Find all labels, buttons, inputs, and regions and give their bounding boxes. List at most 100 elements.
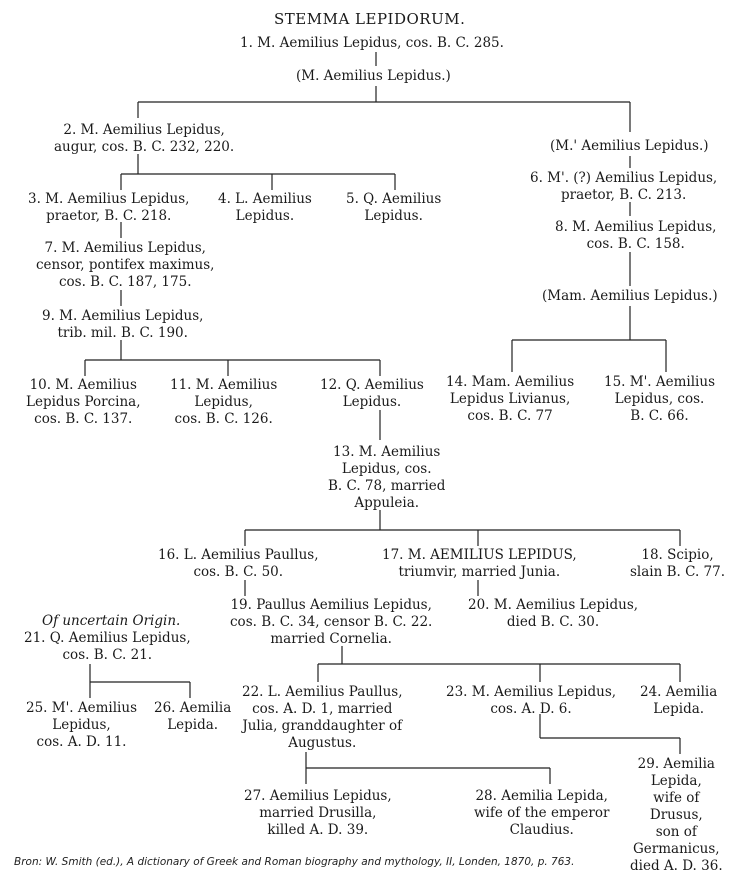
node-line: Claudius. [509,822,574,838]
node-line: 9. M. Aemilius Lepidus, [42,308,204,324]
node-line: died A. D. 36. [630,858,723,874]
node-5: 5. Q. Aemilius Lepidus. [346,191,441,225]
node-line: cos. B. C. 158. [586,236,685,252]
node-line: Julia, granddaughter of [242,718,403,734]
node-line: married Drusilla, [259,805,377,821]
node-26: 26. Aemilia Lepida. [154,700,231,734]
node-line: 13. M. Aemilius [333,444,441,460]
node-line: Germanicus, [633,841,720,857]
node-line: cos. A. D. 1, married [252,701,393,717]
node-line: Lepida. [653,701,705,717]
node-21: 21. Q. Aemilius Lepidus, cos. B. C. 21. [24,630,191,664]
node-22: 22. L. Aemilius Paullus, cos. A. D. 1, m… [242,684,402,752]
node-2: 2. M. Aemilius Lepidus, augur, cos. B. C… [54,122,234,156]
node-line: 3. M. Aemilius Lepidus, [28,191,190,207]
node-line: 23. M. Aemilius Lepidus, [446,684,617,700]
node-line: cos. B. C. 50. [193,564,284,580]
node-line: Lepidus, [194,394,253,410]
node-line: 15. M'. Aemilius [604,374,715,390]
node-3: 3. M. Aemilius Lepidus, praetor, B. C. 2… [28,191,189,225]
node-line: 2. M. Aemilius Lepidus, [63,122,225,138]
node-line: Lepidus Porcina, [26,394,141,410]
node-line: Drusus, [649,807,703,823]
node-unnumbered-m-lepidus: (M. Aemilius Lepidus.) [296,68,451,85]
node-unnumbered-mam-lepidus: (Mam. Aemilius Lepidus.) [542,288,718,305]
node-line: Lepida, [650,773,702,789]
node-line: Lepidus. [235,208,295,224]
node-16: 16. L. Aemilius Paullus, cos. B. C. 50. [158,547,318,581]
node-25: 25. M'. Aemilius Lepidus, cos. A. D. 11. [26,700,137,751]
node-line: cos. B. C. 77 [467,408,553,424]
node-line: 4. L. Aemilius [218,191,312,207]
node-line: 24. Aemilia [640,684,718,700]
node-line: slain B. C. 77. [630,564,726,580]
node-unnumbered-m-prime-lepidus: (M.' Aemilius Lepidus.) [550,138,709,155]
node-4: 4. L. Aemilius Lepidus. [218,191,312,225]
uncertain-origin-header: Of uncertain Origin. [42,613,181,629]
node-line: cos. B. C. 137. [34,411,133,427]
node-line: 20. M. Aemilius Lepidus, [468,597,639,613]
node-line: 28. Aemilia Lepida, [475,788,608,804]
node-line: cos. B. C. 187, 175. [58,274,192,290]
node-9: 9. M. Aemilius Lepidus, trib. mil. B. C.… [42,308,203,342]
node-line: (M. Aemilius Lepidus.) [296,68,451,84]
node-line: 25. M'. Aemilius [26,700,137,716]
node-20: 20. M. Aemilius Lepidus, died B. C. 30. [468,597,638,631]
node-line: 11. M. Aemilius [170,377,278,393]
node-line: 21. Q. Aemilius Lepidus, [24,630,191,646]
node-line: 14. Mam. Aemilius [446,374,575,390]
node-line: Lepidus Livianus, [449,391,571,407]
node-17: 17. M. AEMILIUS LEPIDUS, triumvir, marri… [382,547,577,581]
node-line: 5. Q. Aemilius [346,191,442,207]
node-line: 26. Aemilia [154,700,232,716]
node-line: died B. C. 30. [506,614,600,630]
node-line: 8. M. Aemilius Lepidus, [555,219,717,235]
node-line: 7. M. Aemilius Lepidus, [44,240,206,256]
node-line: 10. M. Aemilius [29,377,137,393]
node-line: Lepidus, cos. [341,461,432,477]
node-line: 1. M. Aemilius Lepidus, cos. B. C. 285. [240,35,504,51]
node-line: Lepida. [167,717,219,733]
node-line: B. C. 78, married [328,478,446,494]
node-8: 8. M. Aemilius Lepidus, cos. B. C. 158. [555,219,716,253]
node-line: 12. Q. Aemilius [320,377,424,393]
node-7: 7. M. Aemilius Lepidus, censor, pontifex… [36,240,214,291]
node-line: Lepidus, [52,717,111,733]
node-line: 17. M. AEMILIUS LEPIDUS, [382,547,577,563]
node-line: Lepidus. [342,394,402,410]
node-line: cos. B. C. 21. [62,647,153,663]
node-line: Augustus. [288,735,357,751]
node-line: Lepidus, cos. [614,391,705,407]
node-line: 18. Scipio, [641,547,714,563]
node-line: praetor, B. C. 218. [46,208,172,224]
chart-title: STEMMA LEPIDORUM. [274,10,466,28]
node-line: 6. M'. (?) Aemilius Lepidus, [530,170,718,186]
node-27: 27. Aemilius Lepidus, married Drusilla, … [244,788,392,839]
node-line: cos. B. C. 34, censor B. C. 22. [230,614,433,630]
node-line: trib. mil. B. C. 190. [57,325,188,341]
node-10: 10. M. Aemilius Lepidus Porcina, cos. B.… [26,377,141,428]
node-18: 18. Scipio, slain B. C. 77. [630,547,725,581]
node-line: 22. L. Aemilius Paullus, [242,684,403,700]
node-line: 16. L. Aemilius Paullus, [158,547,319,563]
node-line: (Mam. Aemilius Lepidus.) [542,288,718,304]
node-19: 19. Paullus Aemilius Lepidus, cos. B. C.… [230,597,432,648]
node-24: 24. Aemilia Lepida. [640,684,717,718]
node-line: wife of the emperor [474,805,610,821]
node-line: cos. A. D. 6. [490,701,572,717]
node-11: 11. M. Aemilius Lepidus, cos. B. C. 126. [170,377,277,428]
node-line: married Cornelia. [270,631,392,647]
node-line: 27. Aemilius Lepidus, [244,788,392,804]
source-citation: Bron: W. Smith (ed.), A dictionary of Gr… [14,856,575,868]
node-1: 1. M. Aemilius Lepidus, cos. B. C. 285. [240,35,504,52]
node-line: killed A. D. 39. [267,822,369,838]
node-12: 12. Q. Aemilius Lepidus. [320,377,424,411]
node-23: 23. M. Aemilius Lepidus, cos. A. D. 6. [446,684,616,718]
node-line: praetor, B. C. 213. [561,187,687,203]
node-line: cos. A. D. 11. [36,734,127,750]
node-line: wife of [653,790,700,806]
node-13: 13. M. Aemilius Lepidus, cos. B. C. 78, … [328,444,445,512]
node-line: B. C. 66. [630,408,689,424]
node-6: 6. M'. (?) Aemilius Lepidus, praetor, B.… [530,170,717,204]
